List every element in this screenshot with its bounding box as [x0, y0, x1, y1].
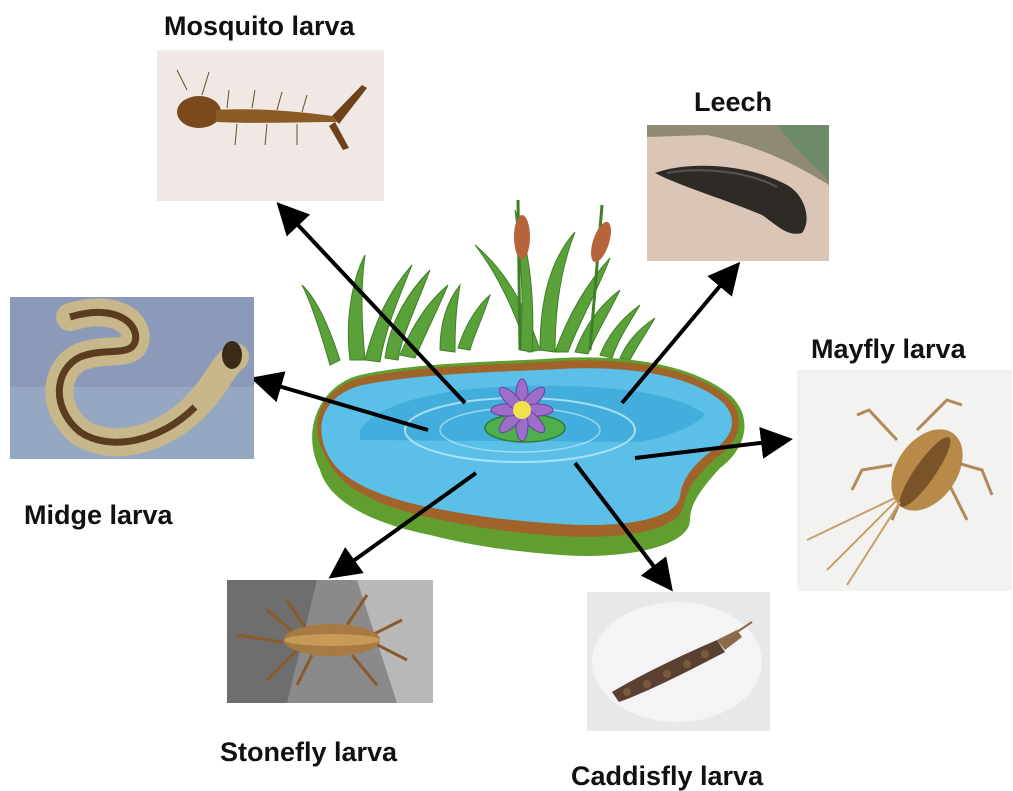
leech-photo — [647, 125, 829, 261]
mayfly-larva-label: Mayfly larva — [811, 336, 966, 363]
mayfly-larva-photo — [797, 370, 1012, 591]
midge-larva-photo — [10, 297, 254, 459]
stonefly-larva-label: Stonefly larva — [220, 739, 397, 766]
mosquito-larva-photo — [157, 50, 384, 201]
midge-larva-label: Midge larva — [24, 502, 173, 529]
caddisfly-larva-photo — [587, 592, 770, 731]
caddisfly-larva-label: Caddisfly larva — [571, 763, 763, 790]
mosquito-larva-label: Mosquito larva — [164, 13, 355, 40]
leech-label: Leech — [694, 89, 772, 116]
stonefly-larva-photo — [227, 580, 433, 703]
